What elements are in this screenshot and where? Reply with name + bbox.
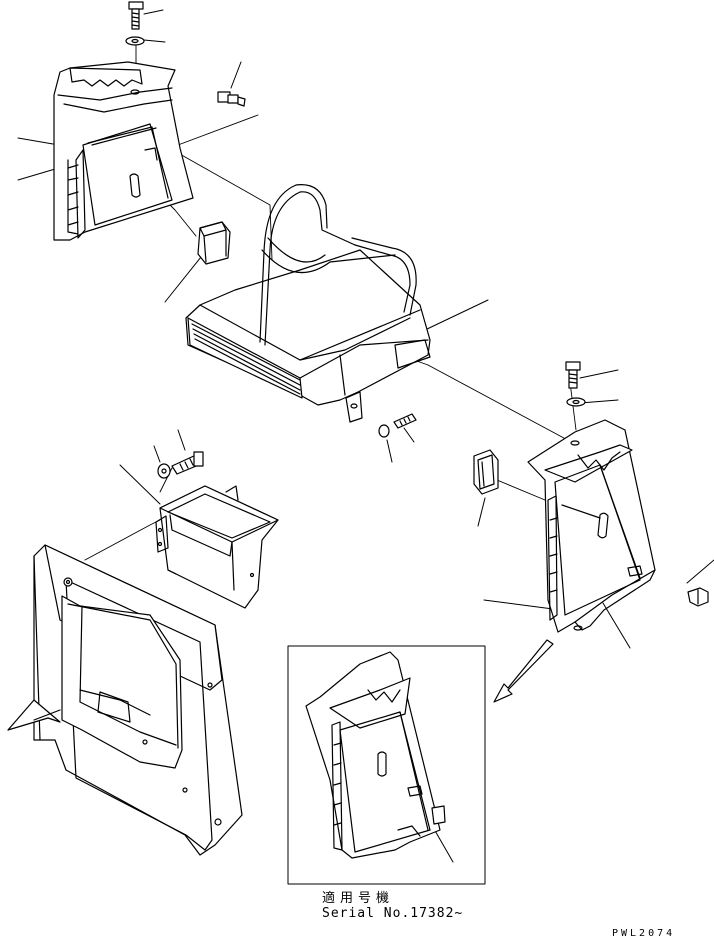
clip-icon [688, 588, 708, 606]
washer-icon [158, 464, 170, 478]
bolt-icon [394, 414, 416, 428]
right-side-cover-bracket [528, 362, 708, 632]
drawing-code-label: PWL2074 [612, 928, 676, 939]
tray-box [156, 452, 278, 608]
inset-frame [288, 646, 485, 884]
washer-icon [567, 398, 585, 406]
grommet-right [474, 450, 498, 494]
bolt-icon [566, 362, 580, 388]
inset-side-cover-bracket [306, 652, 445, 858]
seat-box-with-handrail [186, 185, 430, 437]
leader-lines [18, 10, 714, 862]
clip-icon [218, 92, 245, 106]
washer-icon [379, 425, 389, 437]
applicable-serial-heading: 適用号機 [322, 891, 395, 906]
radiator-shroud [8, 545, 242, 855]
bolt-icon [172, 452, 203, 474]
left-side-cover-bracket [54, 2, 245, 240]
bolt-icon [129, 2, 143, 29]
grommet-left [198, 222, 230, 264]
direction-arrow-icon [494, 640, 553, 702]
washer-icon [126, 37, 144, 45]
serial-number-label: Serial No.17382~ [322, 906, 464, 921]
